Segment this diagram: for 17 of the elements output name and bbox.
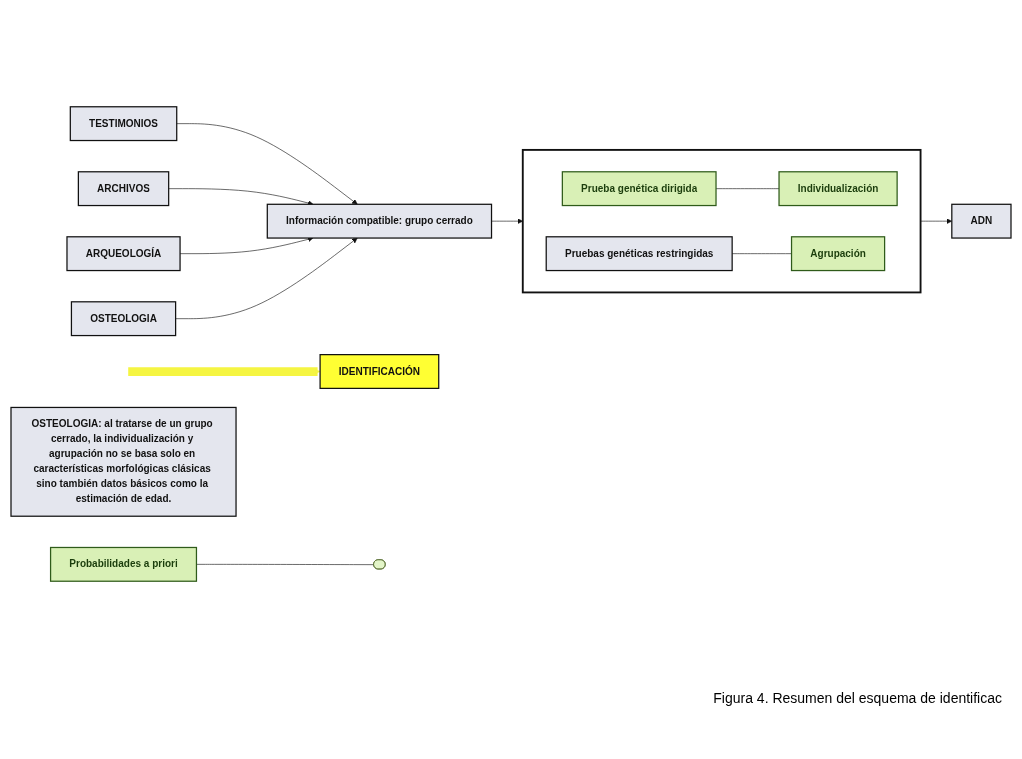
node-box: Pruebas genéticas restringidas [545,236,733,272]
node-box: IDENTIFICACIÓN [319,354,440,389]
node-box: Información compatible: grupo cerrado [266,203,493,239]
node-box: Individualización [778,171,898,207]
figure-caption: Figura 4. Resumen del esquema de identificac [712,690,1002,706]
node-box: Probabilidades a priori [49,546,198,582]
node-box: Agrupación [790,236,886,272]
node-box: ADN [951,203,1012,239]
node-box: ARQUEOLOGÍA [66,236,181,272]
connector [196,564,375,565]
arrow [128,367,321,376]
node-box: TESTIMONIOS [69,106,178,142]
node-box: OSTEOLOGIA [70,301,177,337]
cluster [521,148,922,294]
node-box: Prueba genética dirigida [561,171,717,207]
node-box: ARCHIVOS [77,171,170,207]
node-box: OSTEOLOGIA: al tratarse de un grupo cerrado, la individualización y agrupación no se basa solo en características morfológicas clásicas sino también datos básicos como la estimación de edad. [10,406,237,517]
